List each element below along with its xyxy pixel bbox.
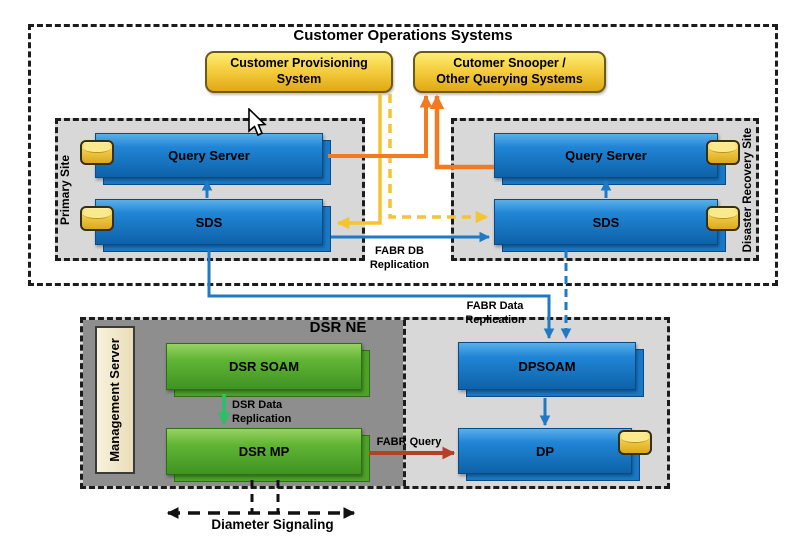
sds-primary-label: SDS xyxy=(195,214,223,230)
dpsoam-box: DPSOAM xyxy=(458,342,644,397)
customer-snooper-box: Cutomer Snooper / Other Querying Systems xyxy=(413,51,606,93)
dsr-soam-box: DSR SOAM xyxy=(166,343,370,397)
dsr-region-divider xyxy=(403,320,406,486)
database-icon xyxy=(706,140,740,165)
management-server-box xyxy=(95,326,135,474)
diameter-signaling-label: Diameter Signaling xyxy=(211,517,334,532)
database-icon xyxy=(80,140,114,165)
customer-provisioning-system-label: Customer Provisioning System xyxy=(230,56,368,86)
sds-box-primary: SDS xyxy=(95,199,331,252)
database-icon xyxy=(706,206,740,231)
sds-box-dr: SDS xyxy=(494,199,726,252)
disaster-recovery-site-label: Disaster Recovery Site xyxy=(742,127,754,253)
dsr-ne-title: DSR NE xyxy=(309,319,367,336)
management-server-label: Management Server xyxy=(107,338,122,462)
fabr-query-label: FABR Query xyxy=(376,436,442,448)
mouse-cursor-icon xyxy=(248,108,267,137)
dsr-mp-box: DSR MP xyxy=(166,428,370,482)
sds-dr-label: SDS xyxy=(592,214,620,230)
query-server-box-primary: Query Server xyxy=(95,133,331,185)
dsr-soam-label: DSR SOAM xyxy=(228,359,300,374)
dp-box: DP xyxy=(458,428,640,481)
database-icon xyxy=(618,430,652,455)
query-server-box-dr: Query Server xyxy=(494,133,726,185)
primary-site-label: Primary Site xyxy=(58,154,72,226)
fabr-db-replication-label: FABR DB Replication xyxy=(369,245,430,271)
dsr-mp-label: DSR MP xyxy=(238,444,290,459)
dpsoam-label: DPSOAM xyxy=(518,358,576,374)
customer-snooper-label: Cutomer Snooper / Other Querying Systems xyxy=(436,56,583,86)
query-server-primary-label: Query Server xyxy=(168,148,250,163)
database-icon xyxy=(80,206,114,231)
dp-label: DP xyxy=(535,443,555,459)
dsr-data-replication-label: DSR Data Replication xyxy=(232,399,292,425)
query-server-dr-label: Query Server xyxy=(565,148,647,163)
customer-operations-systems-title: Customer Operations Systems xyxy=(293,27,513,44)
customer-provisioning-system-box: Customer Provisioning System xyxy=(205,51,393,93)
fabr-data-replication-label: FABR Data Replication xyxy=(465,300,525,326)
